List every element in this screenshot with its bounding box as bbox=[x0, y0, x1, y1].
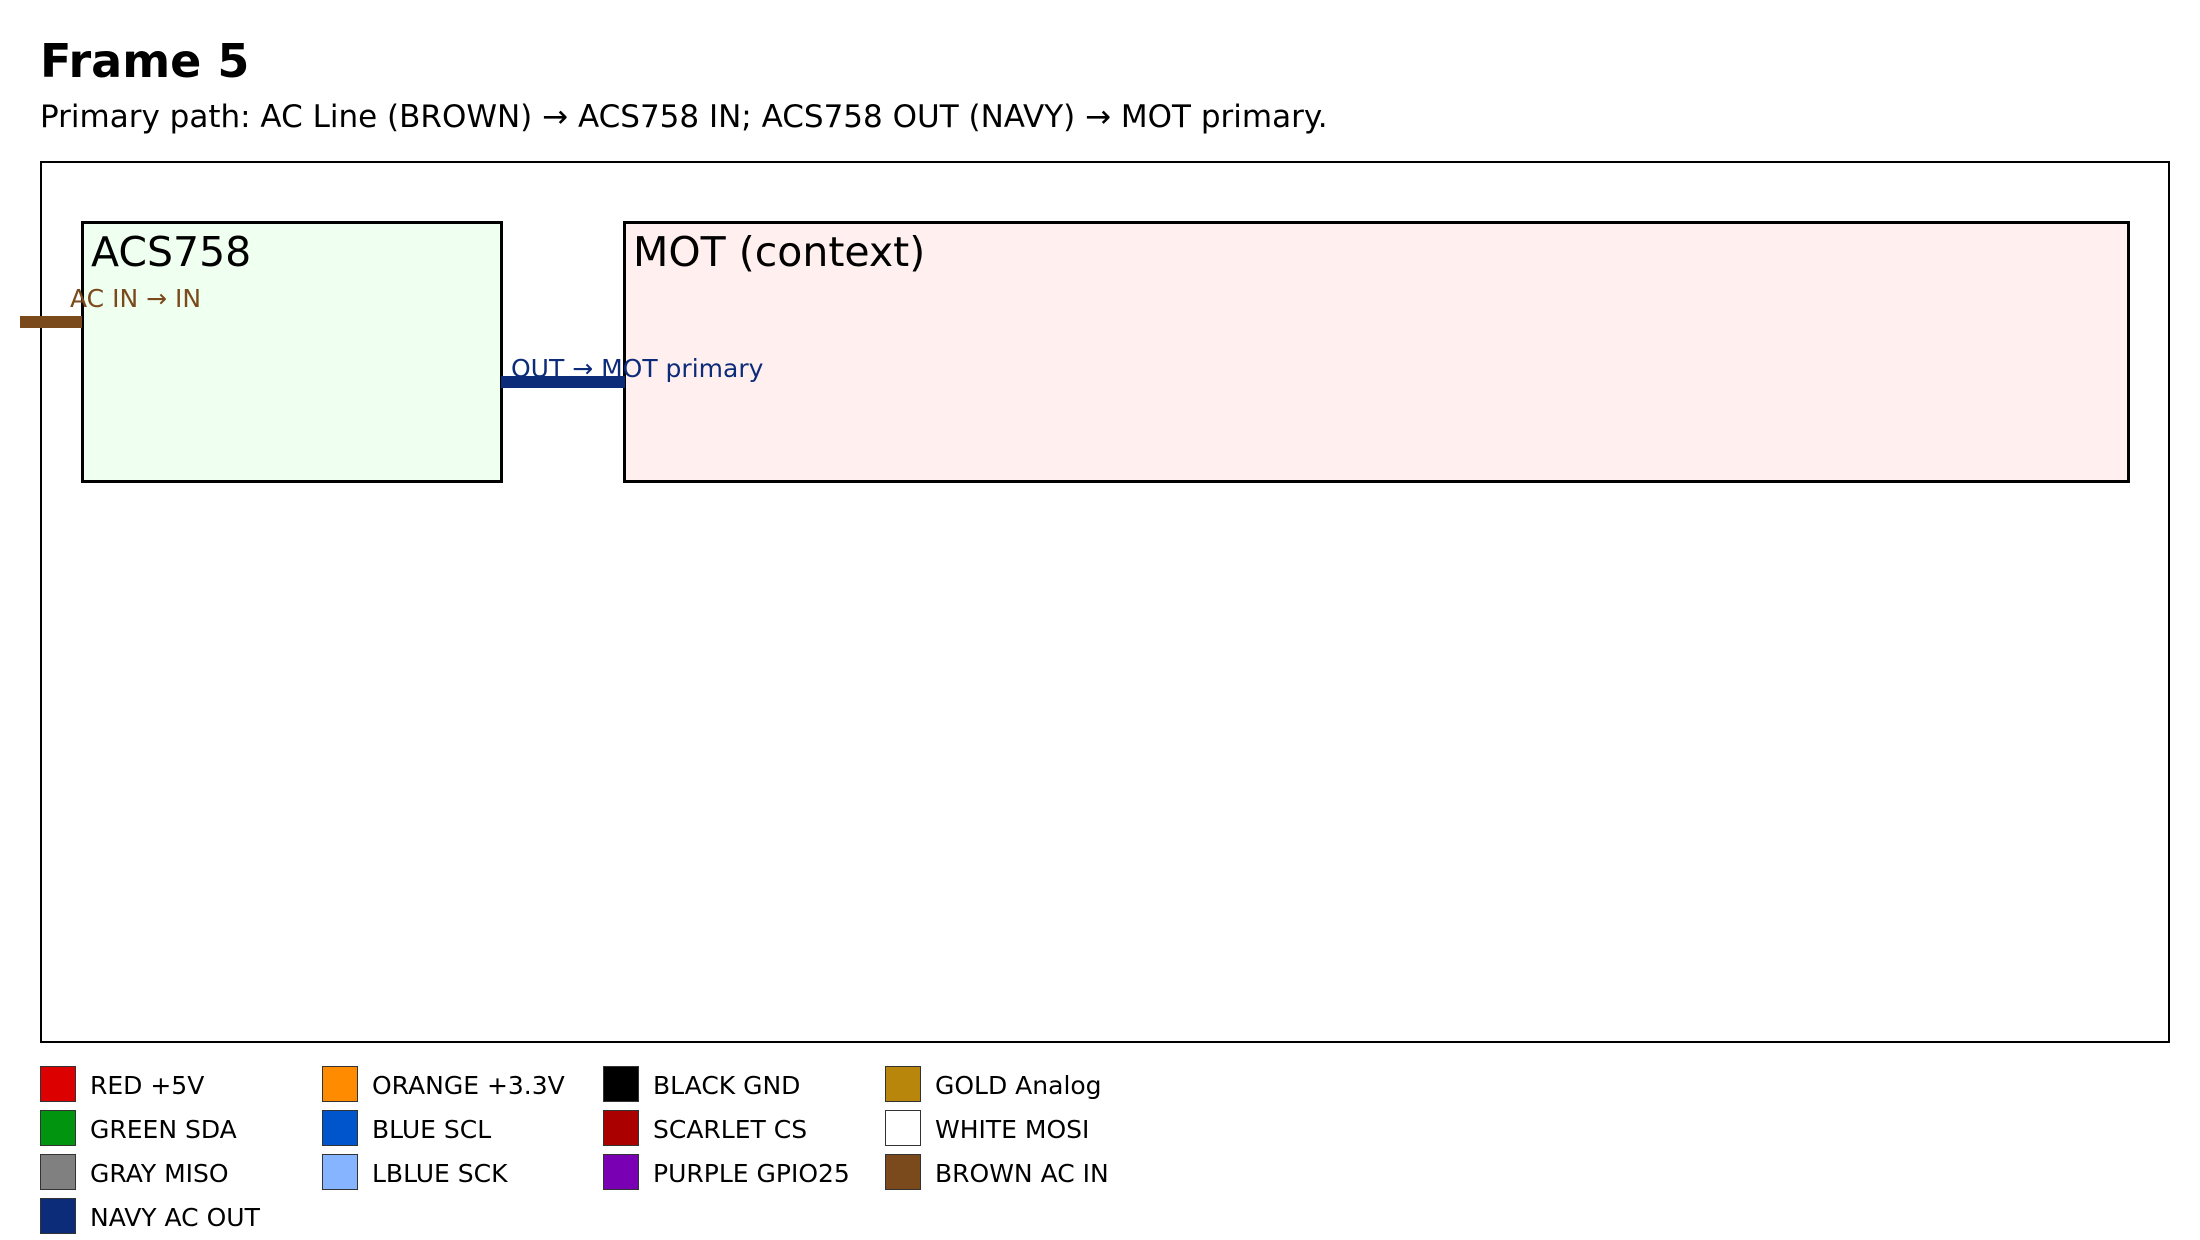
legend-swatch bbox=[322, 1154, 358, 1190]
legend-swatch bbox=[40, 1198, 76, 1234]
diagram-frame bbox=[40, 161, 2170, 1043]
page-title: Frame 5 bbox=[40, 34, 250, 88]
legend-label: LBLUE SCK bbox=[372, 1159, 508, 1188]
legend-swatch bbox=[603, 1066, 639, 1102]
legend-label: BLACK GND bbox=[653, 1071, 801, 1100]
mot-label: MOT (context) bbox=[633, 228, 926, 276]
ac-in-wire bbox=[20, 316, 82, 328]
legend-label: GREEN SDA bbox=[90, 1115, 237, 1144]
legend-swatch bbox=[885, 1154, 921, 1190]
legend-label: PURPLE GPIO25 bbox=[653, 1159, 850, 1188]
legend-label: SCARLET CS bbox=[653, 1115, 808, 1144]
ac-out-wire-label: OUT → MOT primary bbox=[511, 354, 764, 383]
legend-swatch bbox=[40, 1154, 76, 1190]
legend-swatch bbox=[603, 1154, 639, 1190]
legend-swatch bbox=[322, 1110, 358, 1146]
legend-label: WHITE MOSI bbox=[935, 1115, 1090, 1144]
legend-label: BROWN AC IN bbox=[935, 1159, 1109, 1188]
mot-block: MOT (context) bbox=[623, 221, 2130, 483]
legend-label: RED +5V bbox=[90, 1071, 205, 1100]
legend-swatch bbox=[885, 1066, 921, 1102]
legend-swatch bbox=[322, 1066, 358, 1102]
color-legend: RED +5V GREEN SDA GRAY MISO NAVY AC OUT … bbox=[40, 1066, 1240, 1236]
acs758-block: ACS758 bbox=[81, 221, 503, 483]
legend-label: NAVY AC OUT bbox=[90, 1203, 260, 1232]
acs758-label: ACS758 bbox=[91, 228, 252, 276]
legend-swatch bbox=[40, 1066, 76, 1102]
page-subtitle: Primary path: AC Line (BROWN) → ACS758 I… bbox=[40, 99, 1328, 135]
legend-swatch bbox=[885, 1110, 921, 1146]
legend-label: ORANGE +3.3V bbox=[372, 1071, 565, 1100]
ac-out-wire bbox=[501, 376, 625, 388]
legend-swatch bbox=[603, 1110, 639, 1146]
legend-label: GRAY MISO bbox=[90, 1159, 229, 1188]
legend-label: BLUE SCL bbox=[372, 1115, 492, 1144]
ac-in-wire-label: AC IN → IN bbox=[70, 284, 202, 313]
legend-swatch bbox=[40, 1110, 76, 1146]
legend-label: GOLD Analog bbox=[935, 1071, 1102, 1100]
